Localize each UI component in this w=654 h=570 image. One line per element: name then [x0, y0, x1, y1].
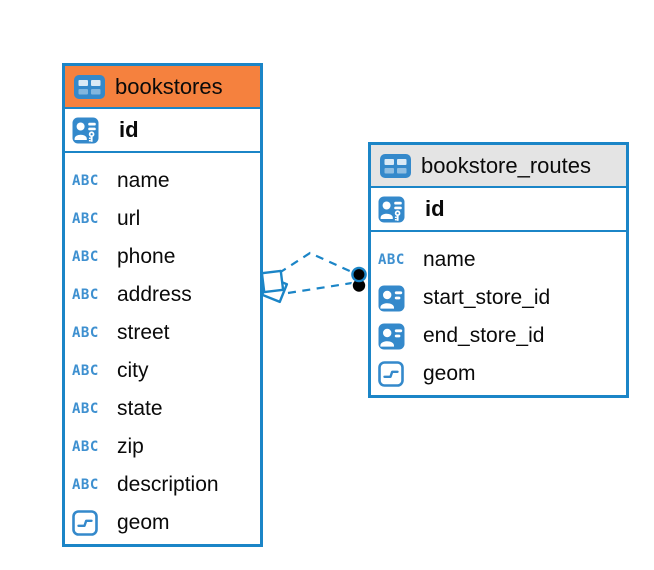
column-name: geom: [117, 511, 170, 534]
text-type-icon: ABC: [72, 325, 99, 341]
column-name: url: [117, 207, 141, 230]
table-bookstores[interactable]: bookstores id ABC name ABC ur: [62, 63, 263, 547]
text-type-icon: ABC: [72, 363, 99, 379]
column-name: address: [117, 283, 192, 306]
column-row-url[interactable]: ABC url: [65, 200, 260, 238]
table-bookstore-routes[interactable]: bookstore_routes id ABC name: [368, 142, 629, 398]
column-name: id: [425, 196, 445, 221]
column-list: ABC name ABC url ABC phone ABC address A…: [65, 153, 260, 544]
text-type-icon: ABC: [72, 439, 99, 455]
column-row-city[interactable]: ABC city: [65, 352, 260, 390]
column-name: end_store_id: [423, 324, 545, 347]
column-name: description: [117, 473, 219, 496]
text-type-icon: ABC: [378, 252, 405, 268]
column-row-description[interactable]: ABC description: [65, 466, 260, 504]
text-type-icon: ABC: [72, 173, 99, 189]
column-row-name[interactable]: ABC name: [371, 241, 626, 279]
column-row-zip[interactable]: ABC zip: [65, 428, 260, 466]
column-name: city: [117, 359, 149, 382]
column-row-street[interactable]: ABC street: [65, 314, 260, 352]
reference-id-icon: [378, 285, 415, 312]
column-list: ABC name start_store_id: [371, 232, 626, 395]
column-row-end-store-id[interactable]: end_store_id: [371, 317, 626, 355]
table-name: bookstore_routes: [421, 152, 591, 178]
relationship-line-lower[interactable]: [287, 281, 353, 295]
geometry-type-icon: [378, 361, 415, 387]
column-row-id[interactable]: id: [65, 109, 260, 153]
text-type-icon: ABC: [72, 477, 99, 493]
table-icon: [73, 74, 106, 100]
column-name: id: [119, 117, 139, 142]
primary-key-icon: [72, 117, 109, 144]
column-row-address[interactable]: ABC address: [65, 276, 260, 314]
stacked-squares-marker[interactable]: [260, 269, 289, 304]
column-name: zip: [117, 435, 144, 458]
column-name: phone: [117, 245, 176, 268]
table-header-bookstore-routes[interactable]: bookstore_routes: [371, 145, 626, 188]
connection-dots-marker[interactable]: [351, 266, 367, 294]
column-row-state[interactable]: ABC state: [65, 390, 260, 428]
table-name: bookstores: [115, 73, 223, 99]
relationship-line-upper[interactable]: [278, 251, 355, 275]
column-row-start-store-id[interactable]: start_store_id: [371, 279, 626, 317]
column-name: start_store_id: [423, 286, 551, 309]
reference-id-icon: [378, 323, 415, 350]
column-row-geom[interactable]: geom: [371, 355, 626, 393]
table-header-bookstores[interactable]: bookstores: [65, 66, 260, 109]
geometry-type-icon: [72, 510, 109, 536]
column-row-name[interactable]: ABC name: [65, 162, 260, 200]
column-name: name: [423, 248, 476, 271]
primary-key-icon: [378, 196, 415, 223]
text-type-icon: ABC: [72, 249, 99, 265]
column-row-phone[interactable]: ABC phone: [65, 238, 260, 276]
text-type-icon: ABC: [72, 287, 99, 303]
column-row-geom[interactable]: geom: [65, 504, 260, 542]
column-name: geom: [423, 362, 476, 385]
text-type-icon: ABC: [72, 401, 99, 417]
column-row-id[interactable]: id: [371, 188, 626, 232]
column-name: street: [117, 321, 170, 344]
text-type-icon: ABC: [72, 211, 99, 227]
table-icon: [379, 153, 412, 179]
column-name: name: [117, 169, 170, 192]
column-name: state: [117, 397, 163, 420]
